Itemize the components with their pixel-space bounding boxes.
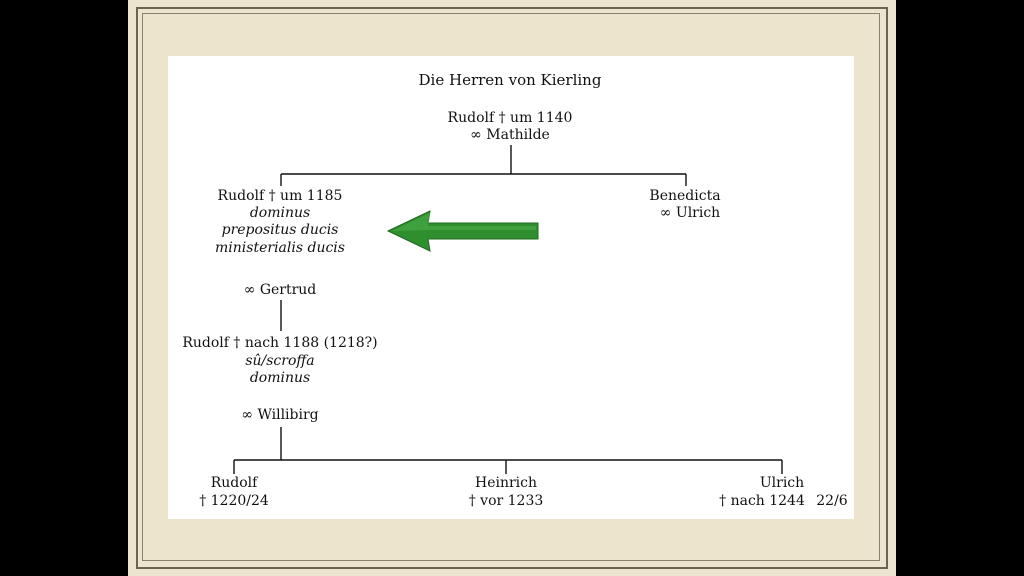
gen4-heinrich-name: Heinrich [474, 475, 537, 491]
slide-frame-inner [142, 13, 880, 561]
gen3-title-2: dominus [249, 370, 311, 386]
gen3-title-1: sû/scroffa [245, 353, 315, 369]
gen2-left-title-1: dominus [249, 205, 311, 221]
gen1-spouse: ∞ Mathilde [470, 127, 550, 143]
gen4-rudolf-dates: † 1220/24 [199, 493, 269, 509]
scanned-page [168, 56, 854, 519]
page-reference: 22/6 [816, 493, 848, 509]
gen3-name: Rudolf † nach 1188 (1218?) [182, 335, 378, 351]
gen3-spouse: ∞ Willibirg [241, 407, 319, 423]
diagram-title: Die Herren von Kierling [418, 71, 602, 89]
gen2-left-name: Rudolf † um 1185 [217, 188, 343, 204]
gen1-name: Rudolf † um 1140 [447, 110, 573, 126]
gen2-left-title-3: ministerialis ducis [215, 240, 345, 256]
slide-frame-outer [136, 7, 888, 569]
green-arrow [386, 210, 539, 252]
gen4-rudolf-name: Rudolf [210, 475, 258, 491]
gen2-right-name: Benedicta [649, 188, 721, 204]
gen4-heinrich-dates: † vor 1233 [468, 493, 544, 509]
gen2-left-spouse: ∞ Gertrud [243, 282, 317, 298]
gen4-ulrich-name: Ulrich [759, 475, 805, 491]
gen2-left-title-2: prepositus ducis [221, 222, 339, 238]
gen4-ulrich-dates: † nach 1244 [719, 493, 805, 509]
gen2-right-spouse: ∞ Ulrich [659, 205, 721, 221]
